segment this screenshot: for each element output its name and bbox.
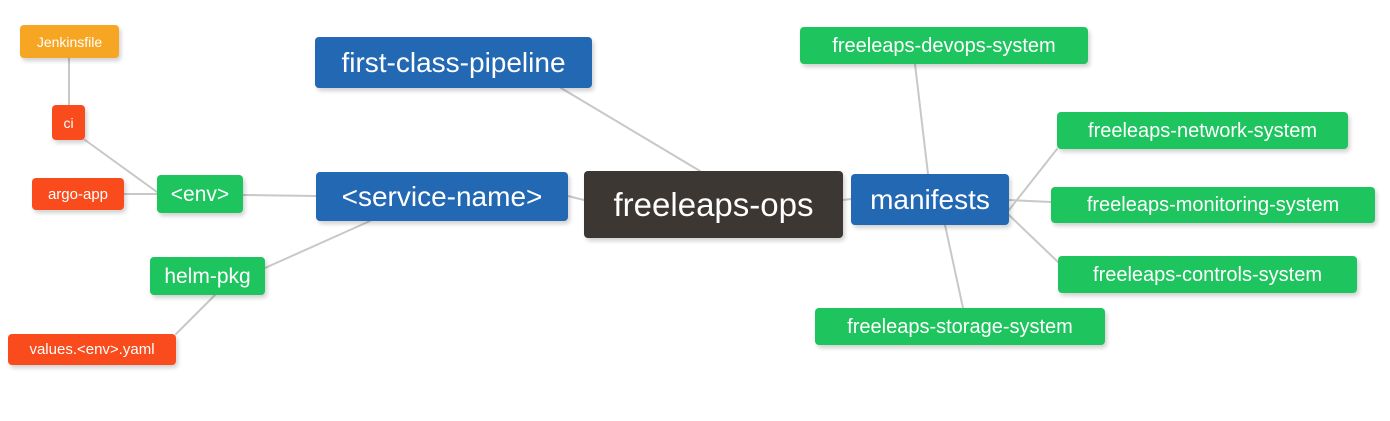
edge-manifests-to-freeleaps-devops-system	[914, 63, 929, 175]
node-label-values-yaml: values.<env>.yaml	[29, 341, 155, 358]
node-env[interactable]: <env>	[157, 175, 243, 213]
node-label-first-class-pipeline: first-class-pipeline	[341, 46, 566, 78]
node-service-name[interactable]: <service-name>	[316, 172, 568, 221]
edge-manifests-to-freeleaps-monitoring-system	[1008, 199, 1052, 203]
node-label-freeleaps-devops-system: freeleaps-devops-system	[832, 34, 1056, 57]
node-label-helm-pkg: helm-pkg	[164, 264, 251, 288]
node-ci[interactable]: ci	[52, 105, 85, 140]
node-label-manifests: manifests	[870, 183, 990, 215]
node-label-freeleaps-ops: freeleaps-ops	[613, 186, 814, 223]
node-label-freeleaps-monitoring-system: freeleaps-monitoring-system	[1086, 194, 1340, 216]
node-freeleaps-storage-system[interactable]: freeleaps-storage-system	[815, 308, 1105, 345]
node-label-env: <env>	[170, 182, 230, 206]
node-label-argo-app: argo-app	[47, 185, 109, 203]
node-jenkinsfile[interactable]: Jenkinsfile	[20, 25, 119, 58]
node-label-freeleaps-storage-system: freeleaps-storage-system	[847, 315, 1073, 338]
edge-freeleaps-ops-to-manifests	[842, 198, 852, 201]
node-freeleaps-ops[interactable]: freeleaps-ops	[584, 171, 843, 238]
node-label-jenkinsfile: Jenkinsfile	[36, 33, 103, 50]
node-freeleaps-network-system[interactable]: freeleaps-network-system	[1057, 112, 1348, 149]
node-manifests[interactable]: manifests	[851, 174, 1009, 225]
node-label-freeleaps-network-system: freeleaps-network-system	[1088, 119, 1317, 142]
node-argo-app[interactable]: argo-app	[32, 178, 124, 210]
node-first-class-pipeline[interactable]: first-class-pipeline	[315, 37, 592, 88]
edge-service-name-to-freeleaps-ops	[567, 195, 585, 201]
node-freeleaps-monitoring-system[interactable]: freeleaps-monitoring-system	[1051, 187, 1375, 223]
node-label-ci: ci	[63, 114, 74, 131]
node-freeleaps-controls-system[interactable]: freeleaps-controls-system	[1058, 256, 1357, 293]
edge-values-yaml-to-helm-pkg	[175, 294, 216, 335]
edge-env-to-service-name	[242, 194, 317, 197]
edge-manifests-to-freeleaps-storage-system	[944, 224, 964, 309]
edge-helm-pkg-to-service-name	[264, 220, 371, 269]
node-freeleaps-devops-system[interactable]: freeleaps-devops-system	[800, 27, 1088, 64]
node-helm-pkg[interactable]: helm-pkg	[150, 257, 265, 295]
node-label-freeleaps-controls-system: freeleaps-controls-system	[1093, 263, 1322, 286]
edge-manifests-to-freeleaps-controls-system	[1008, 214, 1059, 263]
node-label-service-name: <service-name>	[341, 180, 543, 212]
edge-manifests-to-freeleaps-network-system	[1008, 148, 1058, 211]
edge-first-class-pipeline-to-freeleaps-ops	[560, 87, 701, 172]
node-values-yaml[interactable]: values.<env>.yaml	[8, 334, 176, 365]
